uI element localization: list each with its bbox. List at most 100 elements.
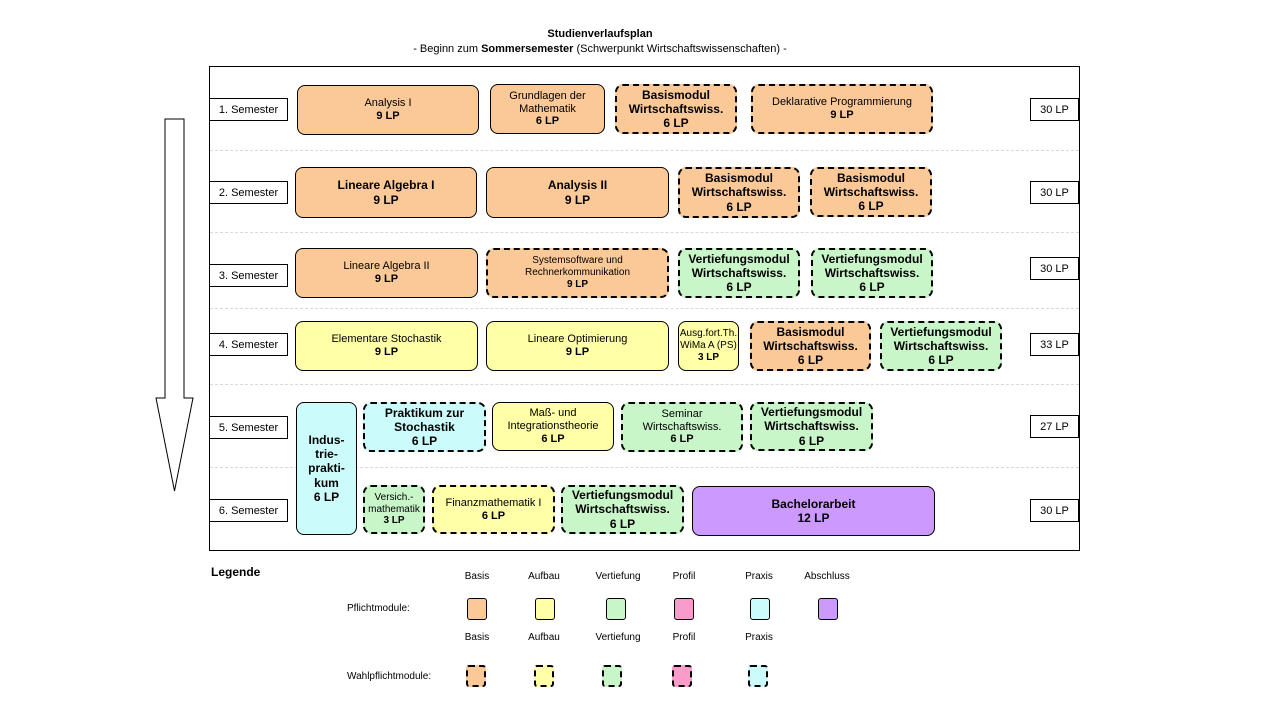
legend-category-basis: Basis	[464, 571, 490, 582]
module-name: Versich.-mathematik	[368, 491, 420, 515]
module-credits: 6 LP	[858, 199, 884, 214]
module-systemsoftware: Systemsoftware und Rechnerkommunikation …	[486, 248, 669, 298]
module-name: Seminar Wirtschaftswiss.	[642, 407, 722, 433]
module-name: Ausg.fort.Th. WiMa A (PS)	[679, 328, 738, 352]
semester-label-5: 5. Semester	[209, 416, 288, 439]
module-credits: 6 LP	[670, 433, 694, 446]
module-credits: 9 LP	[830, 109, 854, 121]
semester-lp-4: 33 LP	[1030, 333, 1079, 356]
legend-wahl-category-basis: Basis	[464, 632, 490, 643]
module-vertiefung-ww-6: Vertiefungsmodul Wirtschaftswiss. 6 LP	[561, 485, 684, 534]
module-bachelorarbeit: Bachelorarbeit 12 LP	[692, 486, 935, 536]
module-credits: 6 LP	[535, 115, 560, 128]
module-analysis-2: Analysis II 9 LP	[486, 167, 669, 218]
module-credits: 9 LP	[376, 110, 400, 122]
module-elementare-stochastik: Elementare Stochastik 9 LP	[295, 321, 478, 371]
module-name: Praktikum zur Stochastik	[384, 405, 465, 434]
module-credits: 6 LP	[859, 280, 885, 295]
semester-label-1: 1. Semester	[209, 98, 288, 121]
module-credits: 6 LP	[541, 432, 565, 445]
module-name: Elementare Stochastik	[331, 333, 442, 346]
module-praktikum-stochastik: Praktikum zur Stochastik 6 LP	[363, 402, 486, 452]
module-vertiefung-ww-4: Vertiefungsmodul Wirtschaftswiss. 6 LP	[880, 321, 1002, 371]
module-credits: 9 LP	[373, 192, 399, 207]
module-analysis-1: Analysis I 9 LP	[297, 85, 479, 135]
module-credits: 6 LP	[481, 509, 506, 522]
semester-lp-1: 30 LP	[1030, 98, 1079, 121]
legend-swatch-aufbau-wahl	[534, 665, 554, 687]
legend-swatch-basis-pflicht	[467, 598, 487, 620]
module-name: Vertiefungsmodul Wirtschaftswiss.	[821, 251, 923, 280]
legend-swatch-abschluss-pflicht	[818, 598, 838, 620]
module-name: Maß- und Integrationstheorie	[507, 407, 599, 433]
module-name: Lineare Optimierung	[527, 333, 628, 346]
module-credits: 9 LP	[565, 346, 590, 358]
module-name: Basismodul Wirtschaftswiss.	[823, 170, 919, 199]
semester-lp-3: 30 LP	[1030, 257, 1079, 280]
module-name: Finanzmathematik I	[445, 496, 542, 509]
semester-label-4: 4. Semester	[209, 333, 288, 356]
module-name: Basismodul Wirtschaftswiss.	[691, 171, 787, 200]
module-credits: 9 LP	[566, 278, 589, 290]
module-credits: 6 LP	[797, 353, 824, 368]
module-lineare-optimierung: Lineare Optimierung 9 LP	[486, 321, 669, 371]
module-credits: 6 LP	[411, 434, 438, 449]
legend-wahl-category-vertiefung: Vertiefung	[595, 632, 641, 643]
module-name: Indus-trie-prakti-kum	[308, 433, 345, 490]
module-name: Lineare Algebra II	[343, 260, 430, 273]
module-lineare-algebra-2: Lineare Algebra II 9 LP	[295, 248, 478, 298]
module-deklarative-programmierung: Deklarative Programmierung 9 LP	[751, 84, 933, 134]
module-name: Vertiefungsmodul Wirtschaftswiss.	[760, 405, 863, 434]
legend-wahl-category-aufbau: Aufbau	[528, 632, 560, 643]
subtitle-suffix: (Schwerpunkt Wirtschaftswissenschaften) …	[573, 43, 787, 55]
module-ausgewaehlte-themen: Ausg.fort.Th. WiMa A (PS) 3 LP	[678, 321, 739, 371]
row-separator	[210, 467, 1079, 468]
module-industriepraktikum: Indus-trie-prakti-kum 6 LP	[296, 402, 357, 535]
module-name: Deklarative Programmierung	[772, 96, 912, 109]
module-credits: 9 LP	[564, 192, 591, 207]
semester-lp-6: 30 LP	[1030, 499, 1079, 522]
module-mass-integrationstheorie: Maß- und Integrationstheorie 6 LP	[492, 402, 614, 451]
module-name: Basismodul Wirtschaftswiss.	[763, 324, 858, 353]
module-name: Vertiefungsmodul Wirtschaftswiss.	[890, 324, 992, 353]
module-credits: 3 LP	[383, 515, 405, 527]
module-credits: 6 LP	[609, 516, 636, 531]
row-separator	[210, 150, 1079, 151]
module-basis-ww-2a: Basismodul Wirtschaftswiss. 6 LP	[678, 167, 800, 218]
row-separator	[210, 384, 1079, 385]
semester-label-2: 2. Semester	[209, 181, 288, 204]
legend-category-aufbau: Aufbau	[528, 571, 560, 582]
module-finanzmathematik-1: Finanzmathematik I 6 LP	[432, 485, 555, 534]
diagram-subtitle: - Beginn zum Sommersemester (Schwerpunkt…	[0, 43, 1200, 55]
module-name: Vertiefungsmodul Wirtschaftswiss.	[571, 488, 674, 517]
module-credits: 6 LP	[663, 116, 689, 131]
row-separator	[210, 308, 1079, 309]
legend-wahl-label: Wahlpflichtmodule:	[347, 671, 432, 682]
module-name: Systemsoftware und Rechnerkommunikation	[524, 255, 631, 279]
semester-lp-2: 30 LP	[1030, 181, 1079, 204]
module-credits: 9 LP	[374, 273, 399, 285]
module-credits: 9 LP	[374, 346, 399, 358]
legend-swatch-vertiefung-wahl	[602, 665, 622, 687]
module-vertiefung-ww-5: Vertiefungsmodul Wirtschaftswiss. 6 LP	[750, 402, 873, 451]
module-credits: 6 LP	[726, 280, 752, 295]
module-name: Lineare Algebra I	[337, 178, 435, 193]
module-name: Basismodul Wirtschaftswiss.	[628, 87, 724, 116]
module-versicherungsmathematik: Versich.-mathematik 3 LP	[363, 485, 425, 534]
legend-category-abschluss: Abschluss	[804, 571, 850, 582]
module-name: Vertiefungsmodul Wirtschaftswiss.	[688, 251, 790, 280]
legend-category-praxis: Praxis	[745, 571, 773, 582]
plan-frame	[209, 66, 1080, 551]
module-name: Bachelorarbeit	[771, 496, 856, 511]
semester-label-6: 6. Semester	[209, 499, 288, 522]
module-credits: 6 LP	[726, 199, 752, 214]
legend-category-vertiefung: Vertiefung	[595, 571, 641, 582]
semester-label-3: 3. Semester	[209, 264, 288, 287]
legend-category-profil: Profil	[672, 571, 696, 582]
legend-pflicht-label: Pflichtmodule:	[347, 603, 410, 614]
module-seminar-ww: Seminar Wirtschaftswiss. 6 LP	[621, 402, 743, 452]
legend-title: Legende	[211, 565, 261, 579]
module-name: Analysis II	[547, 178, 608, 193]
module-credits: 12 LP	[797, 511, 830, 525]
semester-lp-5: 27 LP	[1030, 415, 1079, 438]
